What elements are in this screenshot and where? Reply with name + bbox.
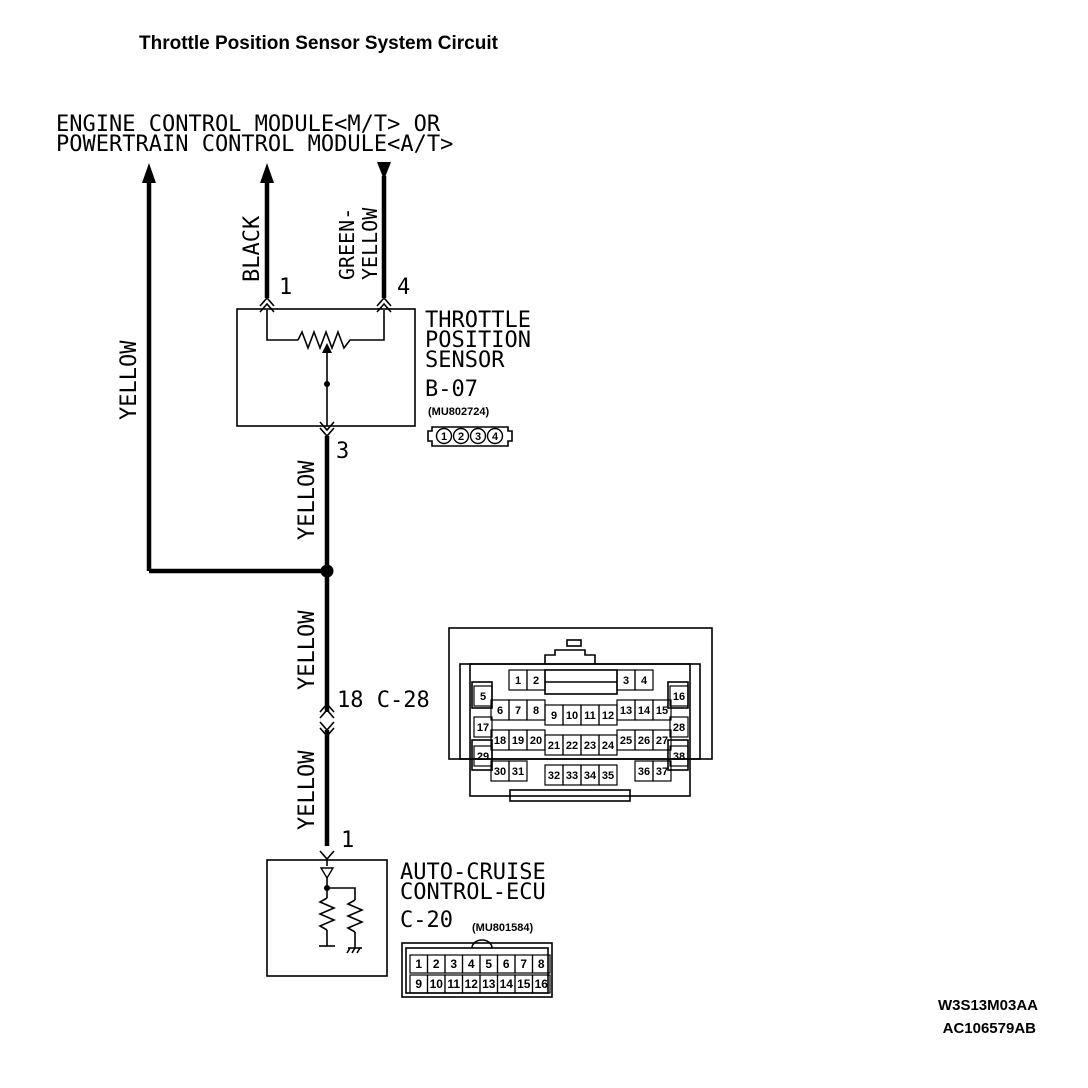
wiper-arrow-icon <box>322 343 332 353</box>
sensor-pin-1: 1 <box>279 275 292 300</box>
ecu-connector-pin: 15 <box>517 977 531 991</box>
junction-connector-pin: 3 <box>623 675 629 687</box>
green-yellow-wire <box>377 162 391 298</box>
junction-connector-pin: 26 <box>638 735 650 747</box>
sensor-name-line1: THROTTLE <box>425 308 531 333</box>
wire-label-yellow-upper: YELLOW <box>295 460 320 540</box>
junction-connector-pin: 23 <box>584 740 596 752</box>
ecu-connector-pin: 11 <box>447 977 460 991</box>
junction-connector-label: 18 C-28 <box>337 688 430 713</box>
yellow-wire-to-ecm <box>142 163 327 574</box>
junction-connector-pin: 11 <box>584 710 596 722</box>
ecm-label-line2: POWERTRAIN CONTROL MODULE<A/T> <box>56 132 453 157</box>
sensor-connector-pin: 2 <box>458 431 464 443</box>
junction-connector-pin: 31 <box>512 766 524 778</box>
arrow-up-icon <box>260 163 274 183</box>
junction-connector-pin: 20 <box>530 735 542 747</box>
junction-connector-pin: 7 <box>515 705 521 717</box>
junction-connector-pin: 9 <box>551 710 557 722</box>
ecu-name-line2: CONTROL-ECU <box>400 880 546 905</box>
ecu-connector-pin: 10 <box>430 977 444 991</box>
junction-connector-pin: 29 <box>477 751 489 763</box>
sensor-name-line2: POSITION <box>425 328 531 353</box>
ecu-connector-face: 1 92 10 3 11 4 12 5 13 6 14 7 15 8 16 <box>401 939 553 998</box>
wire-label-yellow-lower: YELLOW <box>295 750 320 830</box>
diagram-title: Throttle Position Sensor System Circuit <box>139 33 499 54</box>
junction-connector-pin: 22 <box>566 740 578 752</box>
sensor-part-number: (MU802724) <box>428 406 489 418</box>
junction-connector-pin: 4 <box>641 675 648 687</box>
arrow-up-icon <box>142 163 156 183</box>
junction-connector-pin: 1 <box>515 675 521 687</box>
ecu-connector-pin: 3 <box>450 957 457 971</box>
sensor-pin-3: 3 <box>336 439 349 464</box>
arrow-down-icon <box>377 162 391 180</box>
wire-label-yellow-2: YELLOW <box>358 207 382 280</box>
ecu-connector-pin: 8 <box>538 957 545 971</box>
sensor-connector-face: 1 2 3 4 <box>427 426 513 447</box>
junction-connector-pin: 34 <box>584 770 597 782</box>
ecu-name-line1: AUTO-CRUISE <box>400 860 546 885</box>
sensor-connector-pin: 3 <box>475 431 481 443</box>
junction-connector-pin: 2 <box>533 675 539 687</box>
ecu-connector-pin: 6 <box>503 957 510 971</box>
sensor-pin-4: 4 <box>397 275 410 300</box>
ecu-connector-id: C-20 <box>400 908 453 933</box>
yellow-wire-main <box>319 436 335 861</box>
junction-connector-pin: 21 <box>548 740 560 752</box>
junction-connector-pin: 16 <box>673 691 685 703</box>
drawing-code-2: AC106579AB <box>943 1020 1037 1037</box>
sensor-connector-id: B-07 <box>425 377 478 402</box>
junction-connector-pin: 8 <box>533 705 539 717</box>
ecu-connector-pin: 13 <box>482 977 496 991</box>
ecu-connector-pin: 14 <box>500 977 514 991</box>
junction-connector-pin: 18 <box>494 735 506 747</box>
drawing-code-1: W3S13M03AA <box>938 997 1038 1014</box>
ecu-pin-1: 1 <box>341 828 354 853</box>
junction-connector-pin: 35 <box>602 770 614 782</box>
ecu-connector-pin: 16 <box>535 977 549 991</box>
junction-dot <box>320 564 334 578</box>
ecu-connector-pin: 2 <box>433 957 440 971</box>
wire-label-yellow-middle: YELLOW <box>295 610 320 690</box>
ecu-connector-pin: 7 <box>520 957 527 971</box>
sensor-connector-pin: 1 <box>441 431 447 443</box>
junction-connector-pin: 37 <box>656 766 668 778</box>
throttle-position-sensor <box>236 296 416 438</box>
junction-connector-pin: 25 <box>620 735 632 747</box>
ecu-connector-pin: 9 <box>415 977 422 991</box>
junction-connector-pin: 17 <box>477 722 489 734</box>
ecu-connector-pin: 1 <box>415 957 422 971</box>
sensor-connector-pin: 4 <box>492 431 499 443</box>
junction-connector-pin: 38 <box>673 751 685 763</box>
ecu-connector-pin: 5 <box>485 957 492 971</box>
junction-connector-pin: 28 <box>673 722 685 734</box>
ecu-connector-pin: 4 <box>468 957 475 971</box>
junction-connector-pin: 24 <box>602 740 615 752</box>
ecm-label-line1: ENGINE CONTROL MODULE<M/T> OR <box>56 112 441 137</box>
junction-connector-pin: 32 <box>548 770 560 782</box>
auto-cruise-ecu <box>266 859 388 977</box>
junction-connector-pin: 10 <box>566 710 578 722</box>
wire-label-green: GREEN- <box>335 208 359 280</box>
wire-label-yellow-ecm: YELLOW <box>117 340 142 420</box>
sensor-name-line3: SENSOR <box>425 348 505 373</box>
junction-connector-pin: 13 <box>620 705 632 717</box>
ecu-connector-pin: 12 <box>465 977 479 991</box>
black-wire <box>260 163 274 298</box>
junction-connector-pin: 30 <box>494 766 506 778</box>
junction-connector-pin: 6 <box>497 705 503 717</box>
junction-connector-pin: 33 <box>566 770 578 782</box>
junction-connector-pin: 19 <box>512 735 524 747</box>
junction-connector-pin: 14 <box>638 705 651 717</box>
ecu-part-number: (MU801584) <box>472 922 533 934</box>
junction-connector-pin: 12 <box>602 710 614 722</box>
wire-label-black: BLACK <box>240 215 265 282</box>
junction-connector-pin: 15 <box>656 705 668 717</box>
junction-connector-pin: 36 <box>638 766 650 778</box>
junction-connector-pin: 5 <box>480 691 486 703</box>
junction-connector-pin: 27 <box>656 735 668 747</box>
